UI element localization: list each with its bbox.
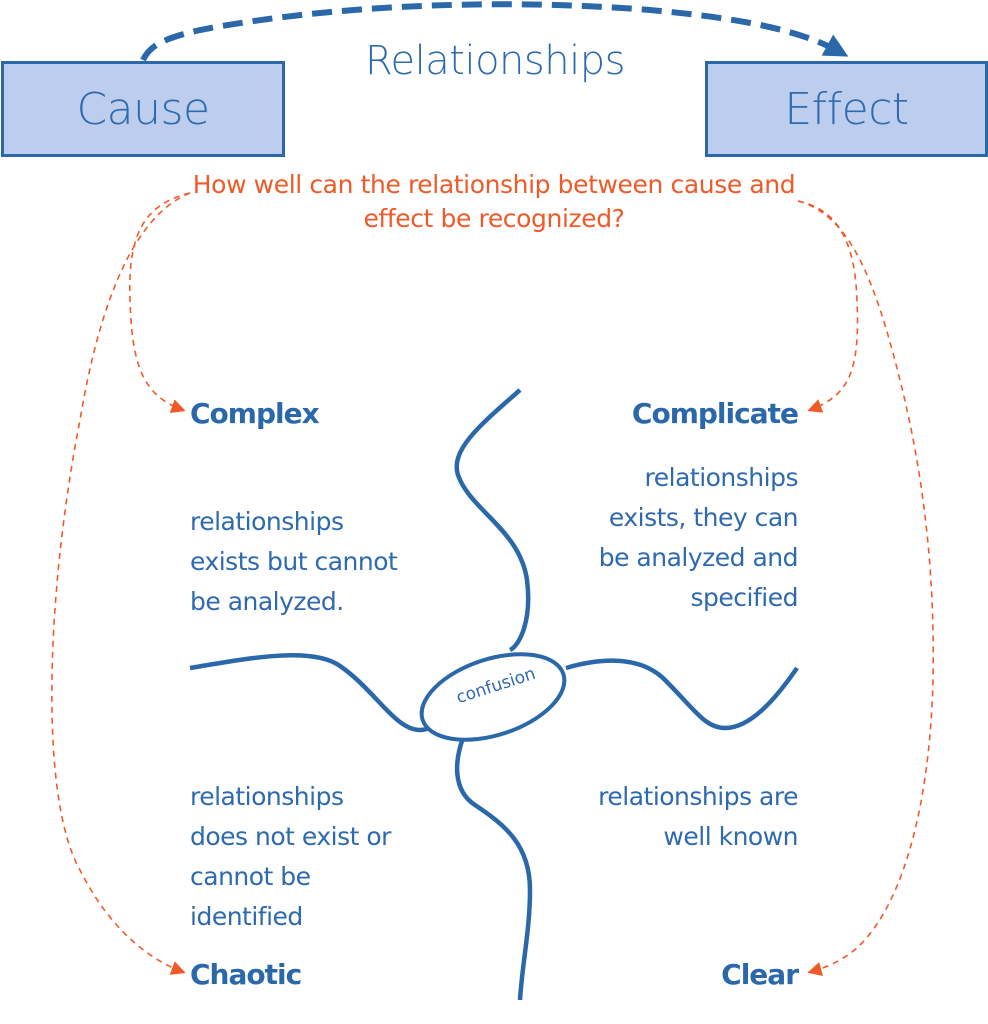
diagram-title: Relationships xyxy=(365,38,625,84)
boundary-line-left xyxy=(189,653,434,733)
boundary-line-right xyxy=(565,658,799,731)
quadrant-title-complex: Complex xyxy=(190,397,320,430)
quadrant-desc-complicate: relationships exists, they can be analyz… xyxy=(598,463,799,612)
arrow-to-clear xyxy=(797,200,935,976)
boundary-line-bottom xyxy=(454,737,533,1001)
cause-label: Cause xyxy=(76,83,210,135)
confusion-ellipse xyxy=(419,652,567,742)
quadrant-title-clear: Clear xyxy=(721,958,799,991)
effect-node: Effect xyxy=(705,61,988,157)
quadrant-desc-complex: relationships exists but cannot be analy… xyxy=(190,507,398,616)
guiding-question: How well can the relationship between ca… xyxy=(192,170,796,233)
quadrant-title-chaotic: Chaotic xyxy=(190,958,302,991)
arrow-to-chaotic xyxy=(51,192,191,975)
boundary-line-top xyxy=(454,388,531,653)
cause-effect-arrow xyxy=(140,1,849,62)
effect-label: Effect xyxy=(784,83,909,135)
quadrant-desc-clear: relationships are well known xyxy=(598,782,798,851)
quadrant-title-complicate: Complicate xyxy=(631,397,799,430)
cause-node: Cause xyxy=(1,61,285,157)
arrow-to-complicate xyxy=(797,200,859,413)
quadrant-desc-chaotic: relationships does not exist or cannot b… xyxy=(190,782,391,931)
arrow-to-complex xyxy=(128,192,191,413)
